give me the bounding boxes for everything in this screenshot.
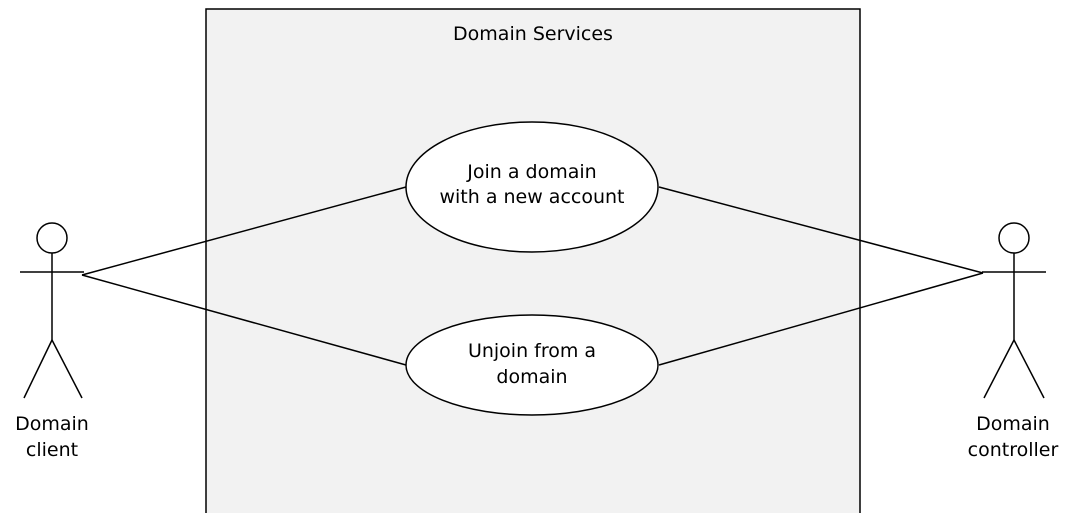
use-case-unjoin-line-2: domain: [496, 366, 567, 388]
use-case-unjoin-domain: Unjoin from a domain: [405, 314, 659, 416]
system-title: Domain Services: [453, 23, 613, 45]
actor-client-head: [36, 222, 68, 254]
association-controller-join: [658, 186, 984, 274]
actor-controller-label-line-2: controller: [968, 439, 1059, 461]
actor-controller-right-leg: [1013, 339, 1045, 399]
actor-client-label-line-2: client: [26, 439, 78, 461]
use-case-join-ellipse: [405, 121, 659, 253]
association-client-join: [81, 186, 407, 276]
actor-client-label-line-1: Domain: [15, 413, 89, 435]
system-boundary-box: [205, 8, 861, 513]
use-case-unjoin-line-1: Unjoin from a: [468, 340, 596, 362]
system-boundary: Domain Services: [205, 8, 861, 513]
actor-controller-label-line-1: Domain: [976, 413, 1050, 435]
use-case-join-line-1: Join a domain: [466, 161, 596, 183]
use-case-join-line-2: with a new account: [439, 186, 624, 208]
associations: [81, 186, 984, 366]
association-controller-unjoin: [658, 272, 984, 366]
actor-controller-head: [998, 222, 1030, 254]
use-case-unjoin-ellipse: [405, 314, 659, 416]
association-client-unjoin: [81, 274, 407, 366]
actor-domain-client: [20, 222, 84, 399]
actor-client-right-leg: [51, 339, 83, 399]
actor-controller-left-leg: [983, 339, 1015, 399]
actor-client-left-leg: [23, 339, 53, 399]
actor-domain-controller: [982, 222, 1046, 399]
use-case-join-domain: Join a domain with a new account: [405, 121, 659, 253]
